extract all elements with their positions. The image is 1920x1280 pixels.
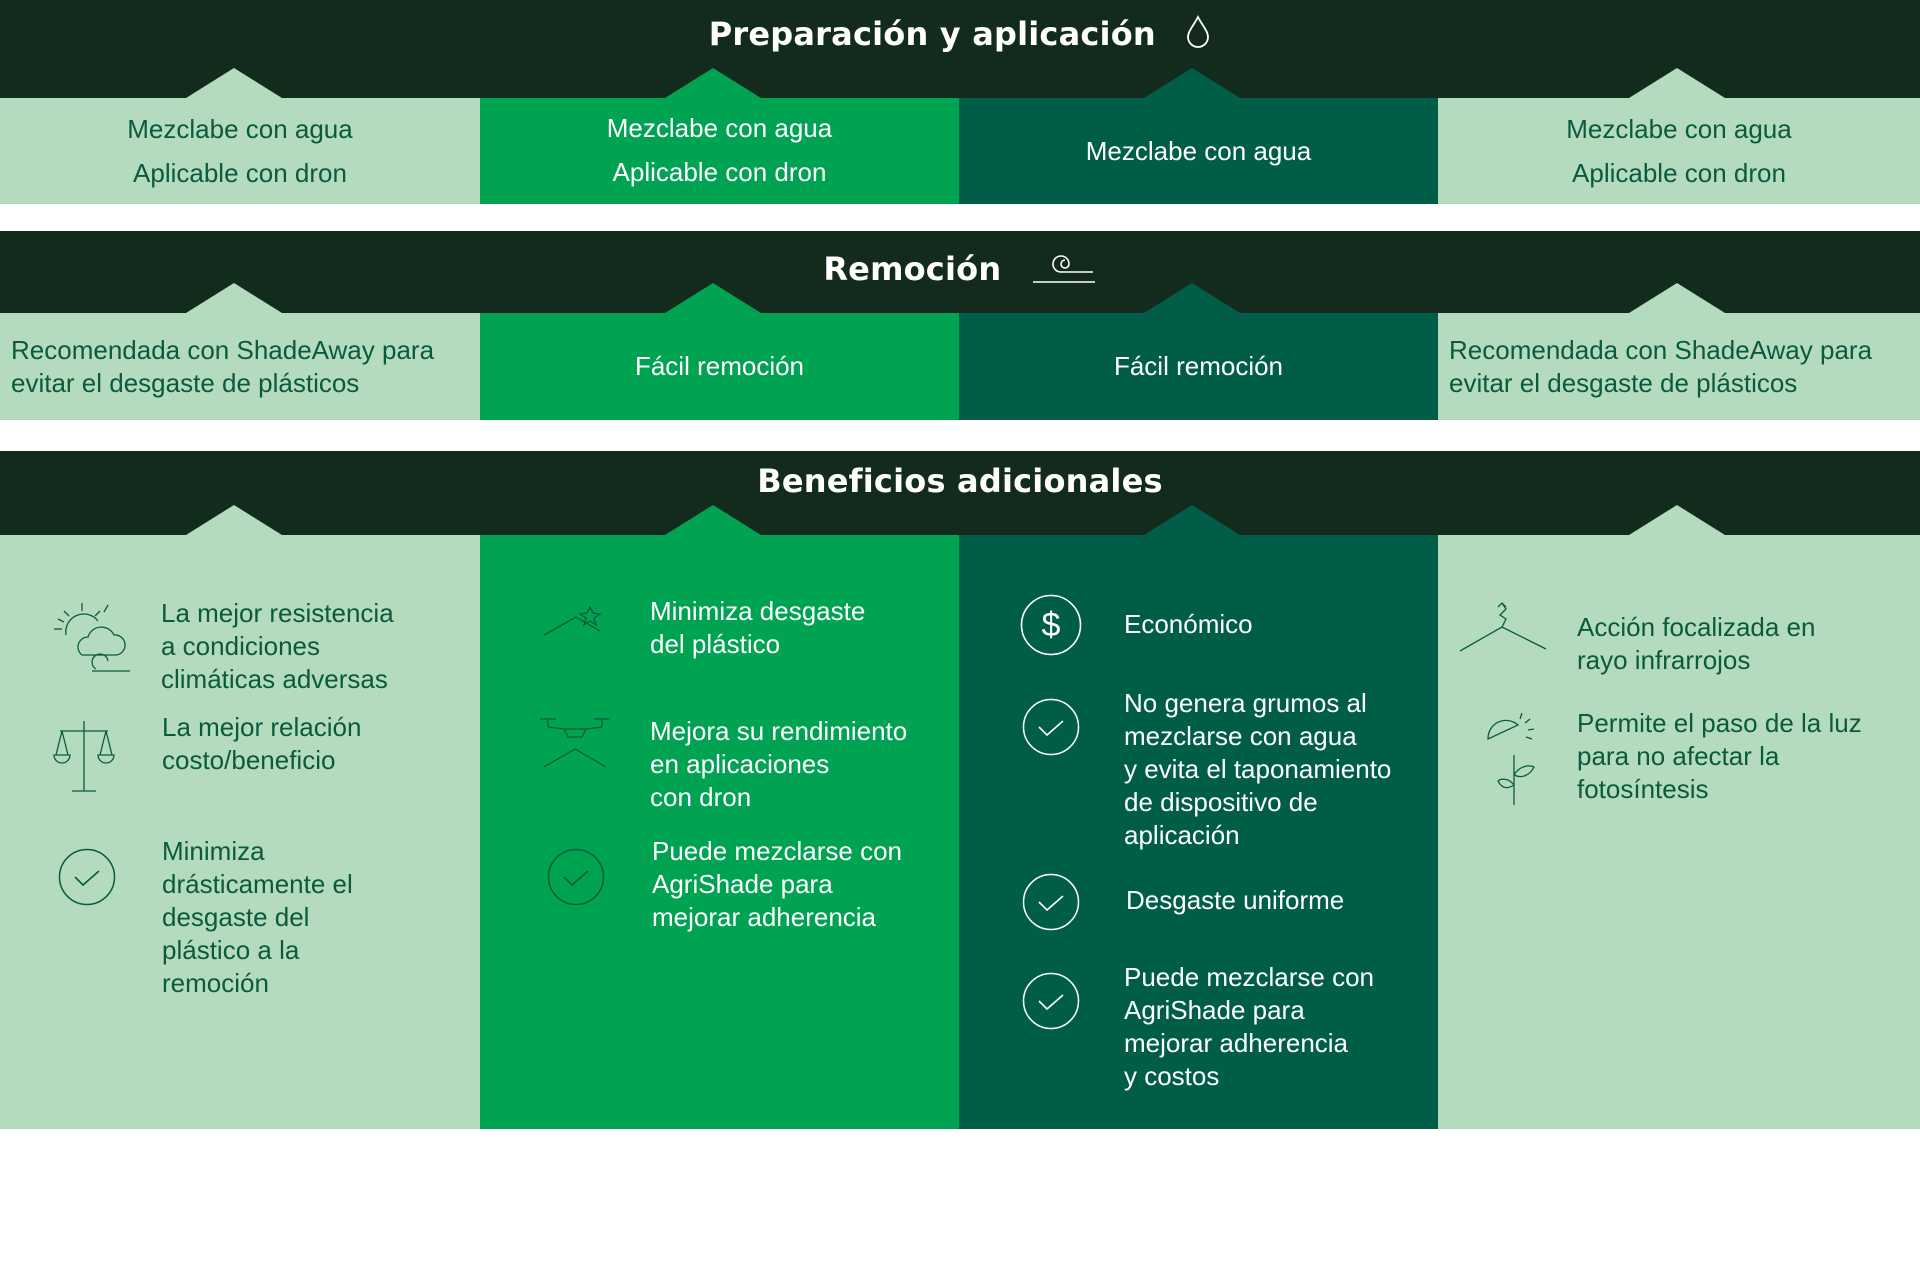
- benefit-text: Permite el paso de la luz para no afecta…: [1577, 708, 1862, 804]
- greenhouse-sparkle-icon: [542, 601, 612, 646]
- wind-icon: [1031, 250, 1097, 292]
- balance-scale-icon: [52, 717, 122, 802]
- benefit-text: Puede mezclarse con AgriShade para mejor…: [652, 836, 903, 932]
- benefits-column-2: Minimiza desgaste del plástico Mejora su…: [480, 535, 959, 1129]
- prep-band: [0, 0, 1920, 98]
- benefits-column-3: $ Económico No genera grumos al mezclars…: [959, 535, 1438, 1129]
- prep-cell-4-line2: Aplicable con dron: [1572, 158, 1786, 188]
- check-circle-icon: [1021, 872, 1081, 937]
- benefit-text: Minimiza drásticamente el desgaste del p…: [162, 836, 353, 998]
- benefit-text: Mejora su rendimiento en aplicaciones co…: [650, 716, 908, 812]
- benefit-text: Minimiza desgaste del plástico: [650, 596, 866, 659]
- removal-cell-3: Fácil remoción: [959, 313, 1438, 420]
- water-drop-icon: [1185, 14, 1211, 57]
- benefit-item: Puede mezclarse con AgriShade para mejor…: [480, 835, 959, 945]
- removal-band: [0, 231, 1920, 313]
- benefit-item: La mejor resistencia a condiciones climá…: [0, 597, 480, 697]
- check-circle-icon: [1021, 697, 1081, 762]
- prep-title-text: Preparación y aplicación: [708, 15, 1156, 53]
- removal-notch-1: [186, 283, 282, 313]
- benefit-item: Desgaste uniforme: [959, 872, 1438, 942]
- removal-row: Recomendada con ShadeAway para evitar el…: [0, 313, 1920, 420]
- benefits-row: La mejor resistencia a condiciones climá…: [0, 535, 1920, 1129]
- prep-cell-3-line1: Mezclabe con agua: [1085, 136, 1312, 166]
- benefits-notch-2: [665, 505, 761, 535]
- benefit-text: Puede mezclarse con AgriShade para mejor…: [1124, 962, 1375, 1091]
- greenhouse-ray-icon: [1456, 601, 1552, 666]
- benefit-text: No genera grumos al mezclarse con agua y…: [1124, 688, 1392, 850]
- benefits-title-text: Beneficios adicionales: [757, 462, 1163, 500]
- check-circle-icon: [546, 847, 606, 912]
- benefits-band: [0, 451, 1920, 535]
- prep-cell-1-line2: Aplicable con dron: [133, 158, 347, 188]
- removal-notch-4: [1629, 283, 1725, 313]
- check-circle-icon: [1021, 971, 1081, 1036]
- benefit-item: Puede mezclarse con AgriShade para mejor…: [959, 961, 1438, 1101]
- removal-cell-3-text: Fácil remoción: [1113, 351, 1284, 381]
- benefit-item: Minimiza desgaste del plástico: [480, 595, 959, 675]
- removal-cell-1: Recomendada con ShadeAway para evitar el…: [0, 313, 480, 420]
- benefits-notch-3: [1144, 505, 1240, 535]
- removal-cell-4-text: Recomendada con ShadeAway para evitar el…: [1449, 335, 1873, 398]
- prep-cell-2-line1: Mezclabe con agua: [606, 113, 833, 143]
- dollar-circle-icon: $: [1019, 593, 1083, 662]
- benefits-column-4: Acción focalizada en rayo infrarrojos Pe…: [1438, 535, 1920, 1129]
- prep-notch-1: [186, 68, 282, 98]
- benefit-item: No genera grumos al mezclarse con agua y…: [959, 687, 1438, 857]
- svg-text:$: $: [1042, 606, 1061, 644]
- sun-plant-icon: [1478, 709, 1542, 814]
- removal-notch-3: [1144, 283, 1240, 313]
- benefit-item: Minimiza drásticamente el desgaste del p…: [0, 835, 480, 1005]
- benefit-item: $ Económico: [959, 593, 1438, 663]
- benefit-text: La mejor relación costo/beneficio: [162, 712, 362, 775]
- removal-cell-2-text: Fácil remoción: [634, 351, 805, 381]
- prep-cell-1: Mezclabe con agua Aplicable con dron: [0, 98, 480, 204]
- benefit-item: La mejor relación costo/beneficio: [0, 711, 480, 792]
- prep-row: Mezclabe con agua Aplicable con dron Mez…: [0, 98, 1920, 204]
- benefit-text: Acción focalizada en rayo infrarrojos: [1577, 612, 1816, 675]
- prep-notch-4: [1629, 68, 1725, 98]
- benefits-notch-4: [1629, 505, 1725, 535]
- removal-notch-2: [665, 283, 761, 313]
- prep-notch-3: [1144, 68, 1240, 98]
- benefit-item: Mejora su rendimiento en aplicaciones co…: [480, 715, 959, 825]
- drone-icon: [538, 715, 612, 776]
- prep-cell-2: Mezclabe con agua Aplicable con dron: [480, 98, 959, 204]
- prep-cell-4-line1: Mezclabe con agua: [1566, 114, 1792, 144]
- prep-cell-4: Mezclabe con agua Aplicable con dron: [1438, 98, 1920, 204]
- prep-notch-2: [665, 68, 761, 98]
- removal-cell-1-text: Recomendada con ShadeAway para evitar el…: [11, 335, 435, 398]
- sun-cloud-icon: [52, 599, 136, 680]
- removal-cell-2: Fácil remoción: [480, 313, 959, 420]
- removal-title-text: Remoción: [823, 250, 1002, 288]
- benefits-notch-1: [186, 505, 282, 535]
- removal-cell-4: Recomendada con ShadeAway para evitar el…: [1438, 313, 1920, 420]
- prep-cell-2-line2: Aplicable con dron: [612, 157, 827, 187]
- benefit-item: Acción focalizada en rayo infrarrojos: [1438, 602, 1920, 691]
- benefits-column-1: La mejor resistencia a condiciones climá…: [0, 535, 480, 1129]
- removal-section-title: Remoción: [0, 250, 1920, 292]
- prep-section-title: Preparación y aplicación: [0, 14, 1920, 57]
- prep-cell-3: Mezclabe con agua: [959, 98, 1438, 204]
- benefit-text: La mejor resistencia a condiciones climá…: [161, 598, 394, 694]
- benefit-text: Desgaste uniforme: [1126, 885, 1345, 915]
- prep-cell-1-line1: Mezclabe con agua: [127, 114, 353, 144]
- check-circle-icon: [57, 847, 117, 912]
- benefit-item: Permite el paso de la luz para no afecta…: [1438, 707, 1920, 827]
- benefit-text: Económico: [1124, 609, 1253, 639]
- benefits-section-title: Beneficios adicionales: [0, 462, 1920, 500]
